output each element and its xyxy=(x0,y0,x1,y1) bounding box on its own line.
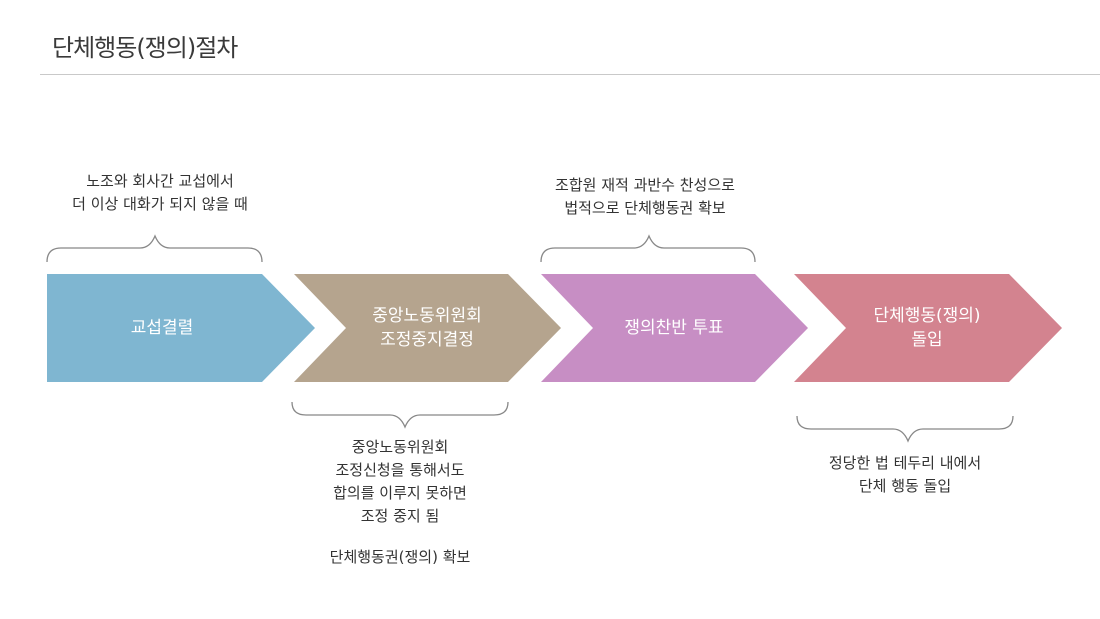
title-divider xyxy=(40,74,1100,75)
step-2-shape xyxy=(294,274,561,382)
note-step-1: 노조와 회사간 교섭에서 더 이상 대화가 되지 않을 때 xyxy=(72,172,248,213)
note-step-4: 정당한 법 테두리 내에서 단체 행동 돌입 xyxy=(828,454,982,495)
step-1-label: 교섭결렬 xyxy=(130,318,194,338)
step-1-shape xyxy=(47,274,315,382)
bracket-step-3-above xyxy=(540,234,756,263)
note-step-3: 조합원 재적 과반수 찬성으로 법적으로 단체행동권 확보 xyxy=(555,176,735,217)
note-step-2-extra: 단체행동권(쟁의) 확보 xyxy=(329,548,471,566)
bracket-step-2-below xyxy=(291,401,509,429)
step-4-shape xyxy=(794,274,1062,382)
step-4-label: 단체행동(쟁의) 돌입 xyxy=(873,306,981,350)
page-title: 단체행동(쟁의)절차 xyxy=(52,34,238,62)
step-3-label: 쟁의찬반 투표 xyxy=(624,318,724,338)
step-2-label: 중앙노동위원회 조정중지결정 xyxy=(372,306,482,350)
note-step-2: 중앙노동위원회 조정신청을 통해서도 합의를 이루지 못하면 조정 중지 됨 xyxy=(333,438,467,525)
step-3-shape xyxy=(541,274,808,382)
bracket-step-4-below xyxy=(796,415,1014,443)
bracket-step-1-above xyxy=(46,234,263,263)
